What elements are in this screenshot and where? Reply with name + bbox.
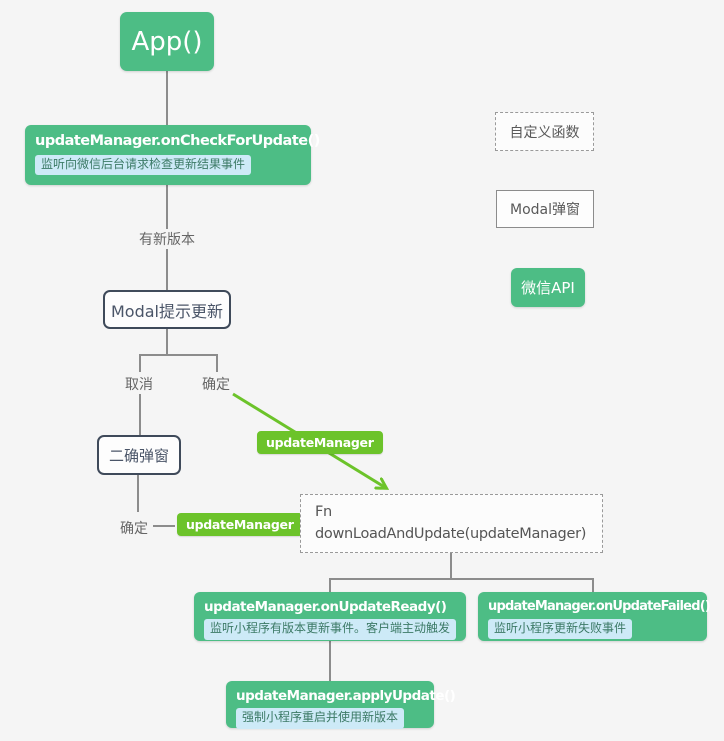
update-manager-tag-1: updateManager xyxy=(257,431,383,454)
download-and-update-fn-node: Fn downLoadAndUpdate(updateManager) xyxy=(300,494,603,553)
on-update-ready-description: 监听小程序有版本更新事件。客户端主动触发 xyxy=(204,619,457,640)
on-update-failed-node: updateManager.onUpdateFailed() 监听小程序更新失败… xyxy=(478,592,711,641)
on-check-for-update-title: updateManager.onCheckForUpdate() xyxy=(35,133,320,149)
apply-update-title: updateManager.applyUpdate() xyxy=(236,688,456,704)
legend-modal: Modal弹窗 xyxy=(496,190,594,228)
on-update-ready-title: updateManager.onUpdateReady() xyxy=(204,599,447,615)
legend-modal-label: Modal弹窗 xyxy=(510,202,580,218)
edge-label-cancel: 取消 xyxy=(122,374,156,394)
app-node: App() xyxy=(120,12,214,71)
fn-signature: downLoadAndUpdate(updateManager) xyxy=(315,525,587,542)
second-confirm-modal-node: 二确弹窗 xyxy=(97,435,181,475)
legend-custom-function: 自定义函数 xyxy=(495,112,594,151)
on-update-failed-title: updateManager.onUpdateFailed() xyxy=(488,599,711,614)
second-confirm-modal-label: 二确弹窗 xyxy=(108,446,169,465)
apply-update-node: updateManager.applyUpdate() 强制小程序重启并使用新版… xyxy=(226,681,456,729)
modal-prompt-node: Modal提示更新 xyxy=(103,290,231,329)
apply-update-description: 强制小程序重启并使用新版本 xyxy=(236,708,405,729)
fn-keyword: Fn xyxy=(315,503,332,520)
gray-edges xyxy=(137,71,594,681)
legend-custom-function-label: 自定义函数 xyxy=(509,124,580,141)
edge-label-confirm-2: 确定 xyxy=(117,518,151,538)
on-check-for-update-node: updateManager.onCheckForUpdate() 监听向微信后台… xyxy=(25,125,320,185)
app-node-label: App() xyxy=(131,26,203,57)
on-update-failed-description: 监听小程序更新失败事件 xyxy=(488,618,633,639)
edge-label-has-new-version: 有新版本 xyxy=(136,229,198,249)
on-check-for-update-description: 监听向微信后台请求检查更新结果事件 xyxy=(35,154,252,175)
on-update-ready-node: updateManager.onUpdateReady() 监听小程序有版本更新… xyxy=(194,592,466,641)
legend-wechat-api: 微信API xyxy=(511,268,585,307)
modal-prompt-label: Modal提示更新 xyxy=(110,301,223,321)
legend-wechat-api-label: 微信API xyxy=(521,279,575,297)
edge-label-confirm-1: 确定 xyxy=(199,374,233,394)
update-manager-tag-2: updateManager xyxy=(177,513,303,536)
